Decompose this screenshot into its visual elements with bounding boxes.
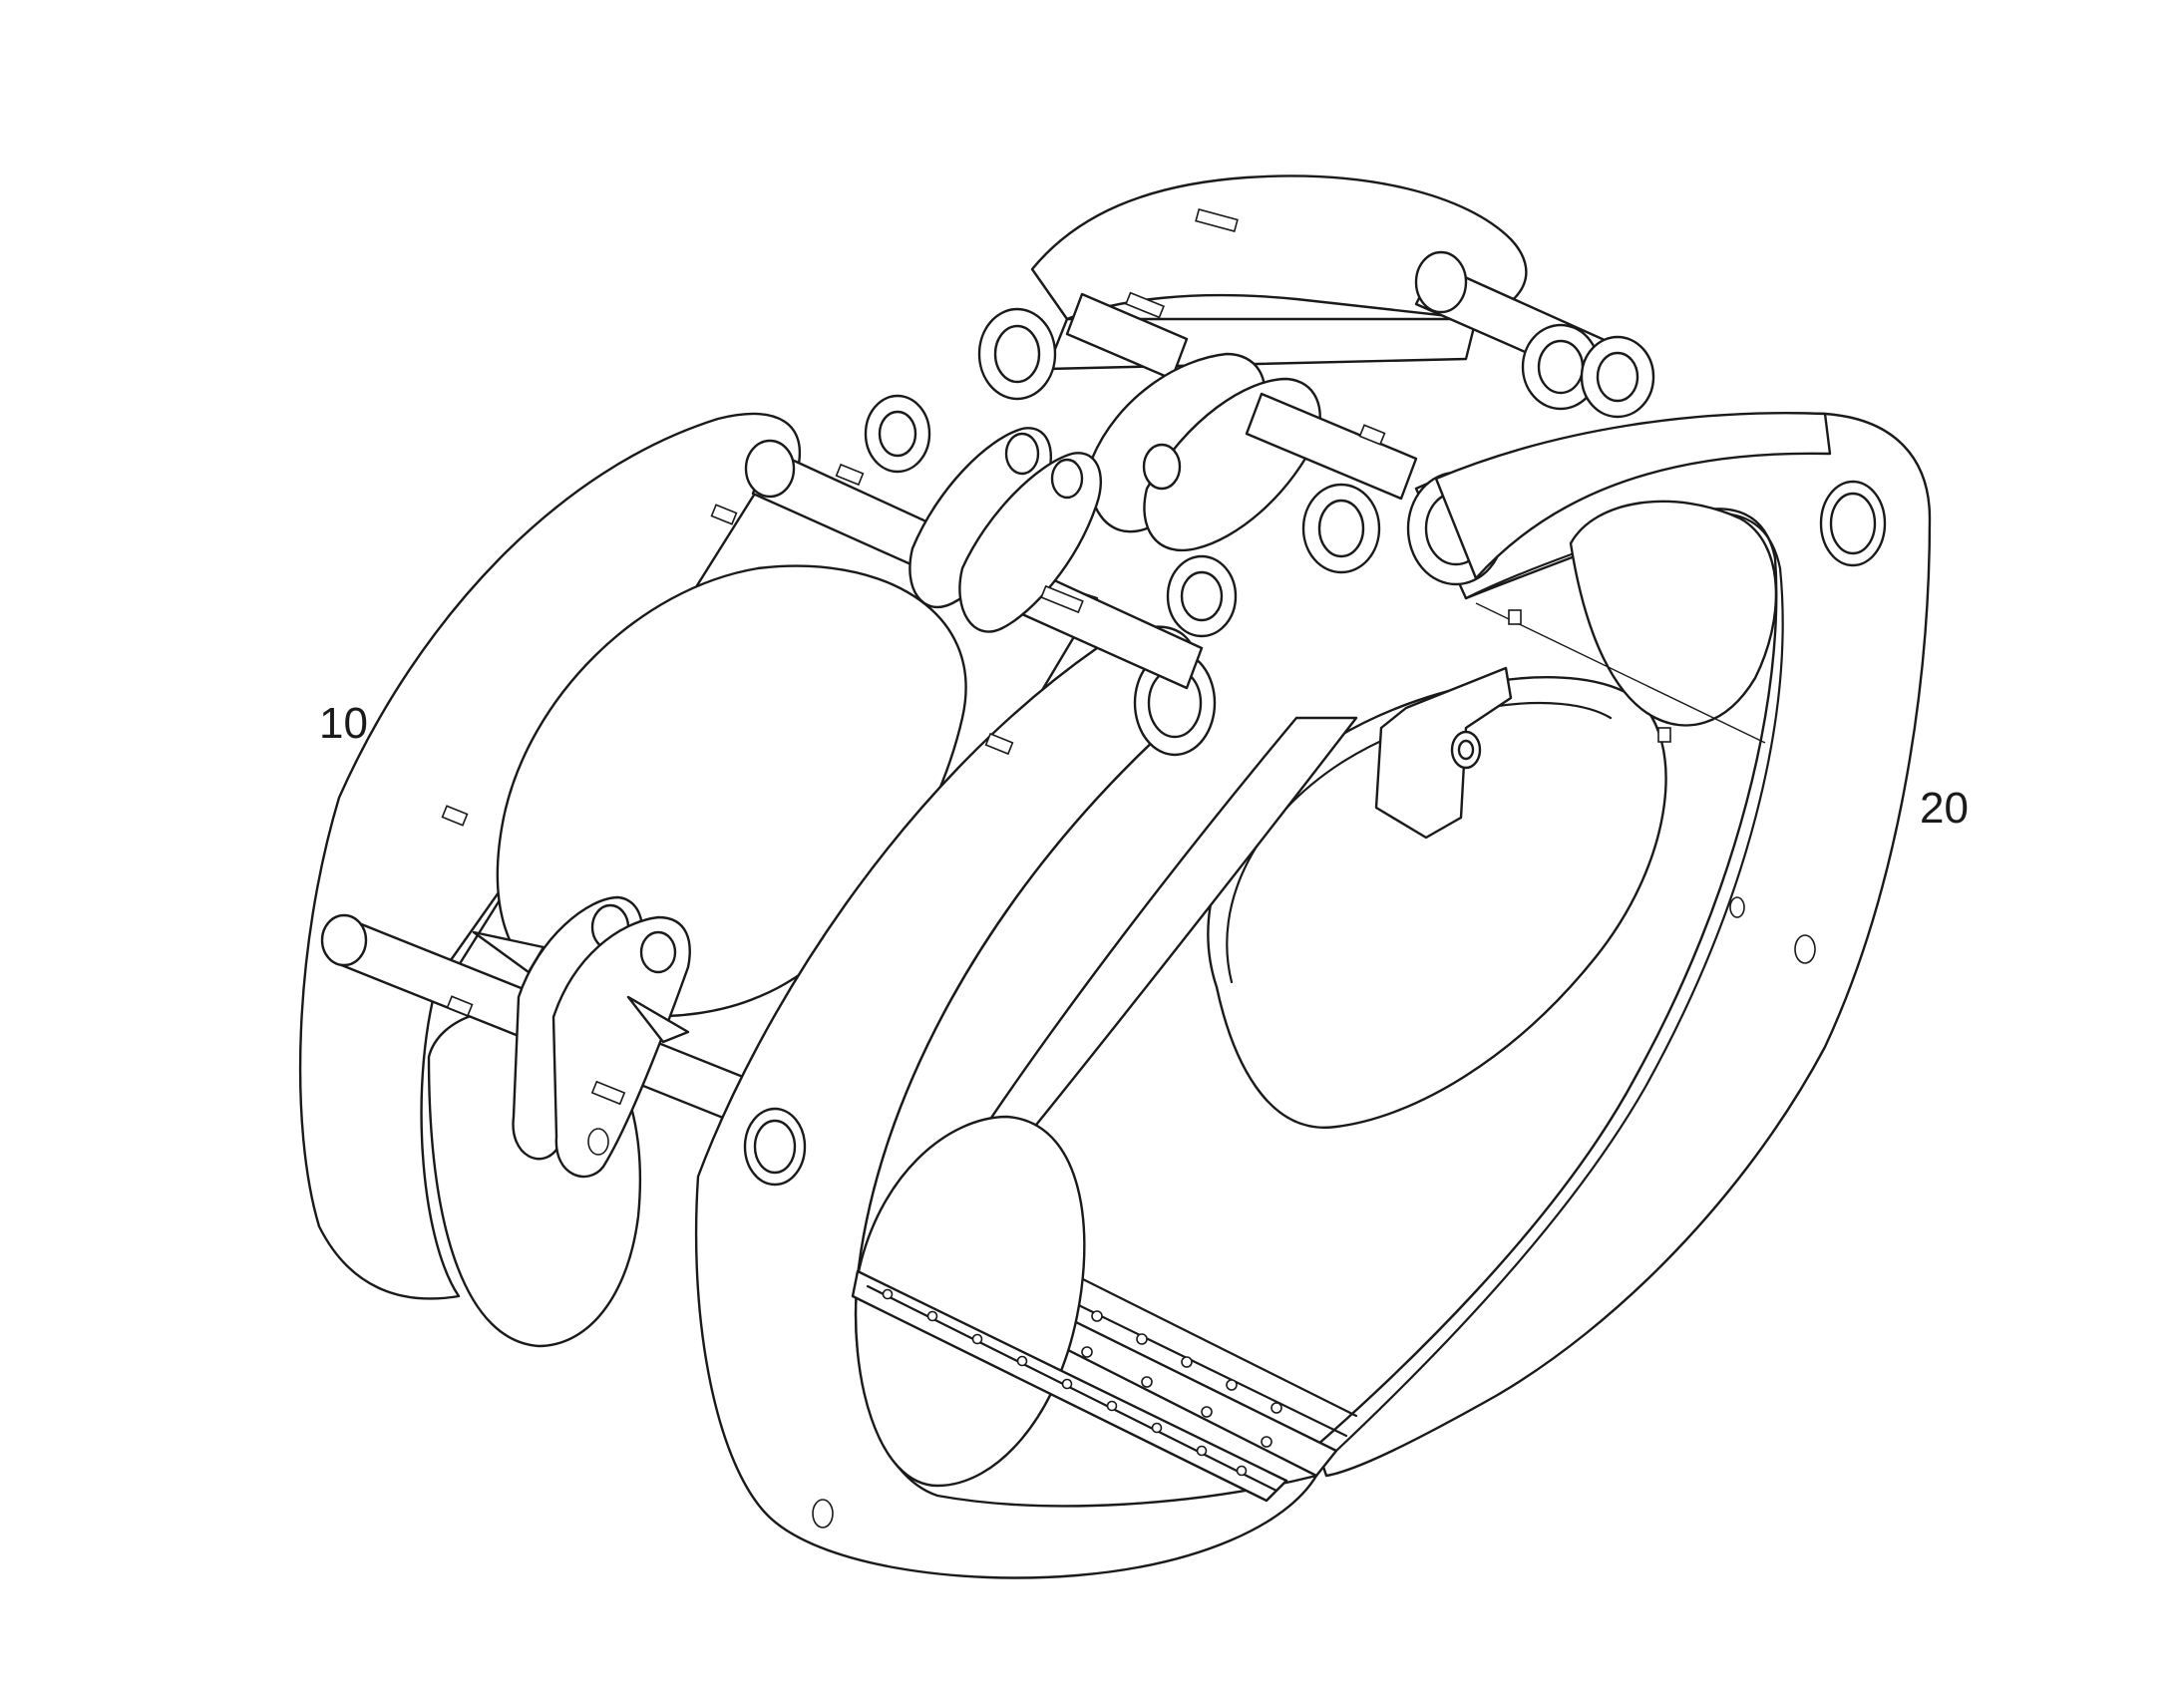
left-front-plate-opening [854,1115,1086,1488]
left-upper-crossbar-end [744,439,796,499]
right-jaw-oval-opening-inner [1226,701,1613,984]
pin-tag-2 [1195,208,1239,232]
left-floor-edge [866,1284,1278,1493]
left-tag-5 [446,995,474,1017]
left-upper-link-hole-a [1004,432,1040,476]
right-plate-small-hole [1794,934,1816,964]
left-front-pivot-hole-inner [753,1119,797,1175]
rear-left-eye-inner [993,324,1041,384]
left-upper-link-hole-b [1050,458,1084,500]
center-bracket-eye-inner [1457,739,1475,761]
right-plate-pivot-hole-inner [1829,492,1877,555]
center-tag [1508,609,1522,625]
left-wedge-2 [626,995,690,1044]
top-linkage [977,208,1832,586]
left-jaw-floor [851,1269,1288,1503]
left-upper-eye-a-inner [878,410,917,458]
right-jaw-upper-opening [1569,500,1778,727]
left-floor-rivets [882,1288,1248,1477]
left-tag-4 [441,805,469,827]
left-tag-7 [984,732,1014,756]
pin-tag-1 [1125,291,1165,319]
rear-right-eye-inner [1537,339,1585,395]
rear-right-eye-2-inner [1596,351,1639,403]
front-center-eye-inner [1317,499,1365,558]
right-jaw-frame [1030,174,1932,1478]
center-bracket-body [1374,666,1513,840]
right-jaw-inner-wall [910,716,1358,1243]
middle-link-hole-b [1142,443,1182,491]
right-plate-seam [1475,602,1766,744]
label-part-10: 10 [319,699,368,748]
left-lower-link-hole-b [639,930,677,974]
right-jaw-rear-plate [1030,174,1528,321]
left-front-small-hole [812,1499,834,1529]
right-plate-small-hole-2 [1729,896,1745,918]
label-part-20: 20 [1920,784,1969,833]
left-tag-3 [1040,584,1084,614]
right-jaw-front-plate [1314,412,1932,1478]
rear-cylinder-end [1414,250,1468,314]
left-tag-6 [590,1080,626,1106]
center-bracket [1374,609,1671,840]
center-tag-2 [1657,727,1671,743]
left-jaw-frame [298,394,1318,1579]
left-tag-1 [710,504,738,525]
left-wedge-1 [472,930,545,974]
left-tag-2 [835,463,865,487]
left-jaw-front-plate-inner [856,736,1159,1278]
left-lower-link-small-hole [587,1128,609,1156]
pin-tag-3 [1358,424,1386,446]
front-right-arm [1434,412,1832,580]
left-lower-crossbar-end [320,913,368,967]
left-lower-link-b [551,915,691,1179]
left-upper-eye-b-inner [1180,570,1224,622]
